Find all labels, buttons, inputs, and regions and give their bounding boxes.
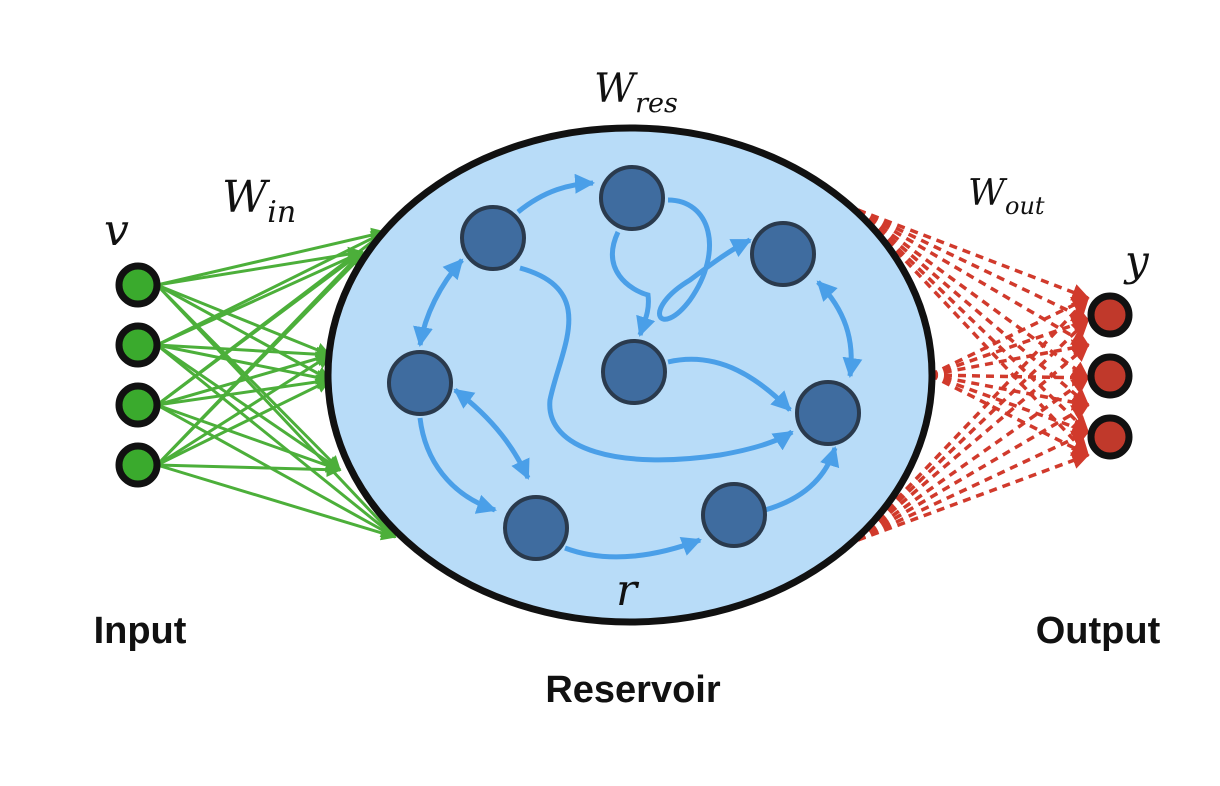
reservoir-edges [413,173,863,560]
input-weight-edge [156,403,342,473]
edge-n5-n8 [564,536,702,560]
output-weight-edge [929,373,1090,457]
reservoir-node [750,221,816,287]
reservoir-nodes [387,165,861,561]
input-weight-edge [156,250,364,347]
output-nodes [1087,292,1133,460]
input-nodes [115,262,161,488]
reservoir-node [701,482,767,548]
output-weight-edge [857,403,1090,542]
reservoir-node [503,495,569,561]
input-weight-edge [155,250,364,467]
output-weight-edge [857,208,1090,322]
reservoir-node [599,165,665,231]
input-vector-symbol: v [104,205,129,256]
edge-n4-n5 [453,388,531,480]
input-weight-edge [156,462,342,478]
reservoir-weights-symbol: Wres [594,66,678,119]
input-weight-edge [156,283,332,357]
input-weight-edge [156,343,332,362]
output-weights-symbol: Wout [968,173,1045,220]
input-node [115,322,161,368]
edge-n3-n9 [816,280,863,378]
output-weight-edge [857,430,1090,542]
input-weight-edge [156,250,364,407]
reservoir-node [601,339,667,405]
input-label: Input [94,610,187,652]
output-node [1087,353,1133,399]
output-weight-edges [856,208,1090,542]
reservoir-label: Reservoir [545,669,721,711]
output-weight-edge [856,318,1090,542]
edge-n4-n5b [417,417,497,514]
output-weight-edge [856,208,1090,457]
reservoir-node [460,205,526,271]
input-weight-edge [156,353,332,467]
input-node [115,262,161,308]
edge-n2-n3 [657,197,752,322]
edge-n1-n4 [413,258,464,347]
input-weight-edge [156,374,332,407]
input-weight-edge [156,246,364,287]
input-weights-symbol: Win [222,172,296,230]
input-weight-edge [156,351,332,407]
output-label: Output [1036,610,1161,652]
edge-n1-n2 [516,173,595,214]
input-node [115,442,161,488]
output-weight-edge [929,296,1090,377]
input-node [115,382,161,428]
edge-n6-n9 [667,356,792,412]
output-node [1087,414,1133,460]
output-vector-symbol: y [1123,236,1150,285]
output-weight-edge [929,373,1090,411]
input-weight-edge [156,463,397,541]
reservoir-state-symbol: r [616,565,640,616]
output-weight-edge [857,208,1090,347]
output-weight-edge [856,376,1090,542]
input-weight-edge [156,403,397,539]
input-weight-edge [156,227,387,287]
reservoir-node [795,380,861,446]
edge-n1-n9 [519,265,794,463]
output-weight-edge [856,208,1090,434]
output-weight-edge [929,368,1090,387]
input-weight-edges [155,227,397,541]
output-node [1087,292,1133,338]
input-weight-edge [156,378,332,467]
edge-n8-n9 [764,446,840,513]
output-weight-edge [856,208,1090,380]
reservoir-node [387,350,453,416]
edge-n2-n6 [609,230,656,337]
